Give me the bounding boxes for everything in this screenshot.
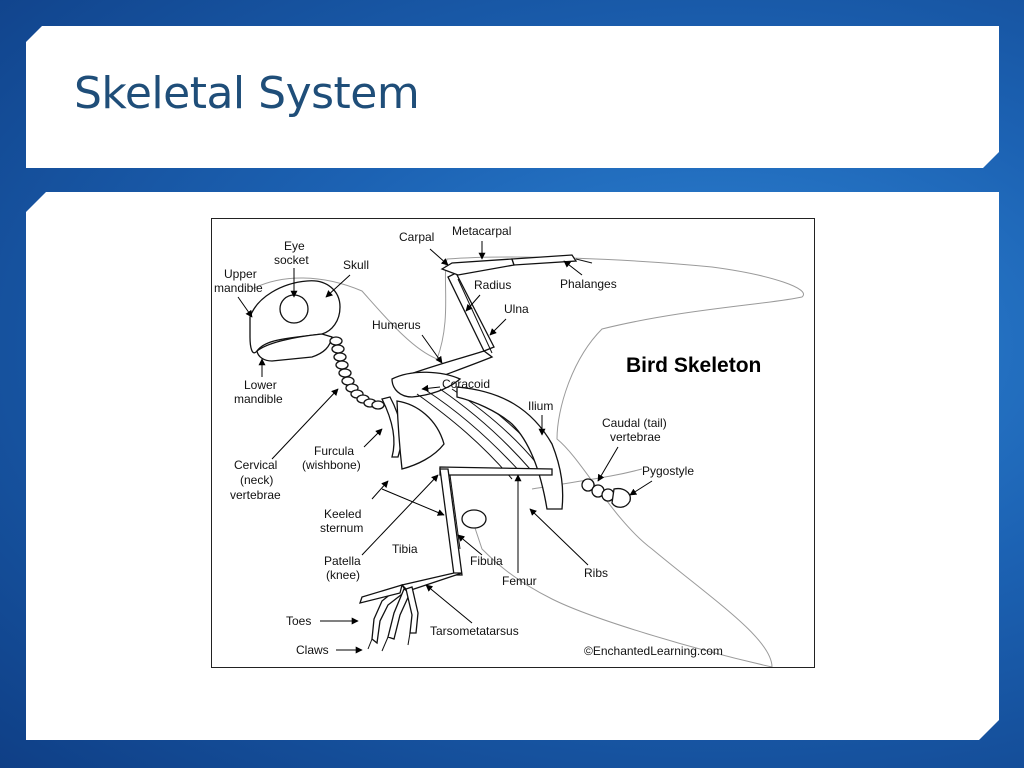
diagram-title: Bird Skeleton <box>626 354 761 377</box>
label-ilium: Ilium <box>528 399 553 413</box>
keeled-sternum-bone <box>396 400 445 470</box>
bird-skeleton-svg: Bird Skeleton Eye socket Skull Upper man… <box>214 224 805 668</box>
cervical-vertebrae-shape <box>329 336 385 410</box>
ulna-bone <box>457 278 493 354</box>
label-keeled-sternum-2: sternum <box>320 521 363 535</box>
label-coracoid: Coracoid <box>442 377 490 391</box>
femur-bone <box>439 466 553 476</box>
furcula-bone <box>381 396 402 458</box>
label-tarsometatarsus: Tarsometatarsus <box>430 624 519 638</box>
label-fibula: Fibula <box>470 554 503 568</box>
label-toes: Toes <box>286 614 311 628</box>
tibia-bone <box>439 468 463 576</box>
label-cervical-2: (neck) <box>240 473 273 487</box>
label-eye-socket-2: socket <box>274 253 309 267</box>
label-skull: Skull <box>343 258 369 272</box>
caudal-vertebrae-shape <box>581 478 615 502</box>
label-tibia: Tibia <box>392 542 418 556</box>
label-patella-2: (knee) <box>326 568 360 582</box>
bird-skeleton-figure: Bird Skeleton Eye socket Skull Upper man… <box>211 218 815 668</box>
label-upper-mandible-2: mandible <box>214 281 263 295</box>
pygostyle-bone <box>611 487 631 508</box>
label-metacarpal: Metacarpal <box>452 224 511 238</box>
label-femur: Femur <box>502 574 537 588</box>
carpal-metacarpal-bones <box>440 258 515 276</box>
claws-shape <box>367 632 411 652</box>
label-lower-mandible-2: mandible <box>234 392 283 406</box>
eye-socket-shape <box>279 294 309 324</box>
title-panel <box>26 26 999 168</box>
label-upper-mandible-1: Upper <box>224 267 257 281</box>
ilium-bone <box>456 386 564 510</box>
slide-title: Skeletal System <box>74 68 420 119</box>
label-phalanges: Phalanges <box>560 277 617 291</box>
phalanges-tip <box>575 258 593 264</box>
label-radius: Radius <box>474 278 511 292</box>
label-patella-1: Patella <box>324 554 361 568</box>
label-carpal: Carpal <box>399 230 434 244</box>
label-caudal-2: vertebrae <box>610 430 661 444</box>
label-claws: Claws <box>296 643 329 657</box>
label-cervical-3: vertebrae <box>230 488 281 502</box>
label-pygostyle: Pygostyle <box>642 464 694 478</box>
label-furcula-2: (wishbone) <box>302 458 361 472</box>
label-furcula-1: Furcula <box>314 444 354 458</box>
label-lower-mandible-1: Lower <box>244 378 277 392</box>
toes-shape <box>359 584 419 645</box>
label-ribs: Ribs <box>584 566 608 580</box>
label-caudal-1: Caudal (tail) <box>602 416 667 430</box>
label-keeled-sternum-1: Keeled <box>324 507 361 521</box>
body-outline <box>251 256 805 668</box>
label-ulna: Ulna <box>504 302 529 316</box>
pelvis-opening <box>461 509 487 529</box>
diagram-credit: ©EnchantedLearning.com <box>584 644 723 658</box>
label-eye-socket-1: Eye <box>284 239 305 253</box>
phalanges-bones <box>511 254 578 266</box>
label-cervical-1: Cervical <box>234 458 277 472</box>
label-humerus: Humerus <box>372 318 421 332</box>
